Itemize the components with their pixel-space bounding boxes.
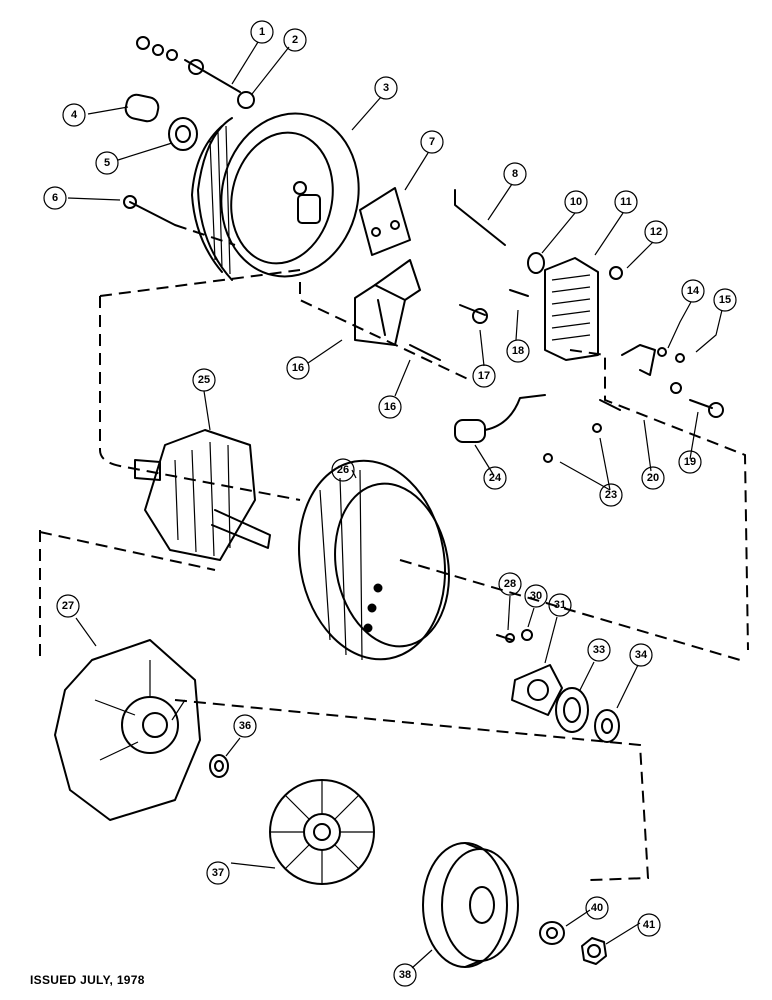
callout-19: 11	[614, 190, 638, 214]
callout-2: 4	[62, 103, 86, 127]
svg-text:8: 8	[512, 168, 518, 180]
callout-7: 12	[644, 220, 668, 244]
svg-text:27: 27	[62, 600, 74, 612]
svg-text:15: 15	[719, 294, 731, 306]
svg-text:12: 12	[650, 226, 662, 238]
svg-text:37: 37	[212, 867, 224, 879]
svg-text:11: 11	[620, 196, 632, 208]
svg-text:1: 1	[259, 26, 265, 38]
callout-33: 30	[524, 584, 548, 608]
callout-28: 33	[587, 638, 611, 662]
svg-text:2: 2	[292, 34, 298, 46]
dashed-grouping-lines	[39, 269, 749, 881]
callout-18: 15	[713, 288, 737, 312]
callout-31: 28	[498, 572, 522, 596]
svg-text:30: 30	[530, 590, 542, 602]
callout-16-a: 17	[472, 364, 496, 388]
stator-part	[297, 459, 450, 661]
rotor-part	[134, 429, 271, 561]
callout-bubbles: 1 2 3 4 5 6 7 8 10 11 12 14 15 16 16 17 …	[43, 20, 737, 987]
svg-text:3: 3	[383, 82, 389, 94]
svg-text:19: 19	[684, 456, 696, 468]
fan-part	[269, 779, 375, 885]
issued-date-footer: ISSUED JULY, 1978	[30, 973, 145, 987]
callout-40: 37	[206, 861, 230, 885]
svg-text:26: 26	[337, 464, 349, 476]
callout-8: 5	[95, 151, 119, 175]
callout-6: 10	[564, 190, 588, 214]
callout-4: 1	[250, 20, 274, 44]
svg-text:34: 34	[635, 649, 648, 661]
svg-text:16: 16	[384, 401, 396, 413]
rectifier-parts	[454, 189, 724, 418]
svg-text:20: 20	[647, 472, 659, 484]
brush-holder-parts	[354, 187, 488, 361]
svg-text:23: 23	[605, 489, 617, 501]
callout-10: 7	[420, 130, 444, 154]
svg-text:40: 40	[591, 902, 603, 914]
svg-text:36: 36	[239, 720, 251, 732]
pulley-part	[422, 842, 519, 968]
svg-text:31: 31	[554, 599, 566, 611]
drive-end-frame-part	[54, 639, 201, 821]
callout-15: 18	[506, 339, 530, 363]
svg-text:14: 14	[687, 285, 700, 297]
svg-text:33: 33	[593, 644, 605, 656]
callout-38: 40	[585, 896, 609, 920]
svg-text:7: 7	[429, 136, 435, 148]
svg-text:28: 28	[504, 578, 516, 590]
svg-text:24: 24	[489, 472, 502, 484]
collar-part	[209, 754, 229, 778]
svg-text:38: 38	[399, 969, 411, 981]
drive-end-bearing-parts	[496, 629, 620, 743]
callout-26: 26	[331, 458, 355, 482]
callout-41: 38	[393, 963, 417, 987]
svg-text:16: 16	[292, 362, 304, 374]
capacitor-part	[454, 394, 602, 463]
callout-3: 6	[43, 186, 67, 210]
callout-1: 3	[374, 76, 398, 100]
callout-17: 14	[681, 279, 705, 303]
callout-24: 23	[599, 483, 623, 507]
svg-text:6: 6	[52, 192, 58, 204]
callout-16-b: 19	[678, 450, 702, 474]
svg-text:18: 18	[512, 345, 524, 357]
callout-25: 25	[192, 368, 216, 392]
callout-37: 41	[637, 913, 661, 937]
shaft-nut-parts	[539, 921, 607, 965]
slip-ring-end-frame-part	[191, 112, 360, 281]
svg-text:25: 25	[198, 374, 210, 386]
callout-27: 27	[56, 594, 80, 618]
callout-20: 20	[641, 466, 665, 490]
callout-11: 16	[286, 356, 310, 380]
svg-text:17: 17	[478, 370, 490, 382]
callout-5: 2	[283, 28, 307, 52]
callout-36: 36	[233, 714, 257, 738]
svg-text:4: 4	[71, 109, 78, 121]
callout-34: 34	[629, 643, 653, 667]
upper-hardware-parts	[123, 36, 255, 246]
svg-text:5: 5	[104, 157, 110, 169]
svg-text:41: 41	[643, 919, 655, 931]
callout-14: 16	[378, 395, 402, 419]
callout-30: 31	[548, 593, 572, 617]
leader-lines	[67, 41, 723, 969]
callout-12: 8	[503, 162, 527, 186]
svg-text:10: 10	[570, 196, 582, 208]
callout-23: 24	[483, 466, 507, 490]
